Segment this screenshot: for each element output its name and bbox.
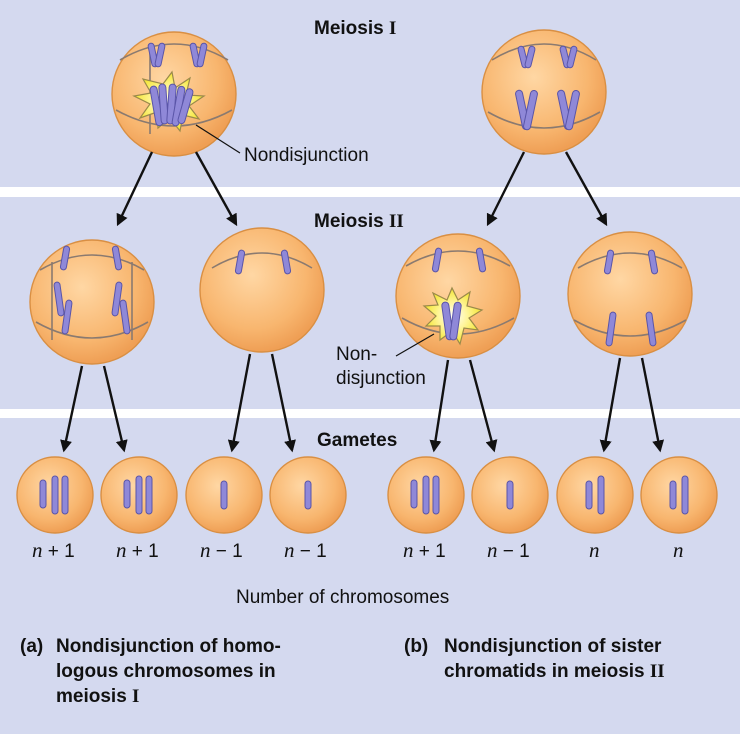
meiosis2-cell-2 bbox=[199, 227, 325, 353]
meiosis1-a-upper-chromosomes bbox=[147, 42, 208, 68]
arrow-m2-4a bbox=[599, 357, 622, 453]
gamete-label-6: n − 1 bbox=[487, 538, 530, 562]
caption-a: (a) Nondisjunction of homo- logous chrom… bbox=[20, 636, 281, 707]
svg-text:Nondisjunction of homo-: Nondisjunction of homo- bbox=[56, 636, 281, 657]
arrow-m2-2b bbox=[270, 353, 296, 453]
gamete-label-1: n + 1 bbox=[32, 538, 75, 562]
arrow-m2-2a bbox=[227, 353, 252, 453]
meiosis-1-title: Meiosis I bbox=[314, 18, 396, 39]
arrow-m2-1a bbox=[60, 365, 84, 453]
nondisjunction-pointer-2 bbox=[395, 333, 435, 357]
gamete-label-3: n − 1 bbox=[200, 538, 243, 562]
gamete-label-2: n + 1 bbox=[116, 538, 159, 562]
meiosis2-cell-4 bbox=[567, 231, 693, 357]
meiosis2-cell-3 bbox=[395, 233, 521, 359]
arrow-m1b-left bbox=[486, 151, 526, 227]
gamete-5 bbox=[387, 456, 465, 534]
svg-text:(b): (b) bbox=[404, 636, 428, 657]
nondisjunction-pointer-1 bbox=[195, 124, 241, 154]
number-of-chromosomes-caption: Number of chromosomes bbox=[236, 587, 449, 608]
svg-text:Nondisjunction of sister: Nondisjunction of sister bbox=[444, 636, 662, 657]
meiosis2-cell-1 bbox=[29, 239, 155, 365]
gamete-8 bbox=[640, 456, 718, 534]
gamete-6 bbox=[471, 456, 549, 534]
gamete-2 bbox=[100, 456, 178, 534]
gamete-1 bbox=[16, 456, 94, 534]
gamete-label-7: n bbox=[589, 538, 600, 562]
nondisjunction-label-2a: Non- bbox=[336, 344, 377, 365]
gametes-title: Gametes bbox=[317, 430, 397, 451]
gamete-label-8: n bbox=[673, 538, 684, 562]
gamete-label-4: n − 1 bbox=[284, 538, 327, 562]
arrow-m1a-left bbox=[116, 151, 154, 227]
arrow-m1a-right bbox=[194, 151, 238, 227]
nondisjunction-label-2b: disjunction bbox=[336, 368, 426, 389]
svg-text:meiosis I: meiosis I bbox=[56, 686, 139, 707]
gamete-7 bbox=[556, 456, 634, 534]
gamete-4 bbox=[269, 456, 347, 534]
arrow-m1b-right bbox=[564, 151, 608, 227]
nondisjunction-label-1: Nondisjunction bbox=[244, 145, 369, 166]
caption-b: (b) Nondisjunction of sister chromatids … bbox=[404, 636, 665, 682]
arrow-m2-3b bbox=[468, 359, 498, 453]
arrow-m2-4b bbox=[640, 357, 665, 453]
gamete-label-5: n + 1 bbox=[403, 538, 446, 562]
svg-text:(a): (a) bbox=[20, 636, 43, 657]
arrow-m2-3a bbox=[429, 359, 450, 453]
meiosis1-cell-b bbox=[481, 29, 607, 155]
svg-text:chromatids in meiosis II: chromatids in meiosis II bbox=[444, 661, 665, 682]
meiosis1-a-clumped-chromosomes bbox=[149, 83, 194, 127]
gamete-3 bbox=[185, 456, 263, 534]
meiosis-2-title: Meiosis II bbox=[314, 211, 404, 232]
svg-text:logous chromosomes in: logous chromosomes in bbox=[56, 661, 276, 682]
meiosis1-cell-a bbox=[111, 31, 237, 157]
arrow-m2-1b bbox=[102, 365, 128, 453]
